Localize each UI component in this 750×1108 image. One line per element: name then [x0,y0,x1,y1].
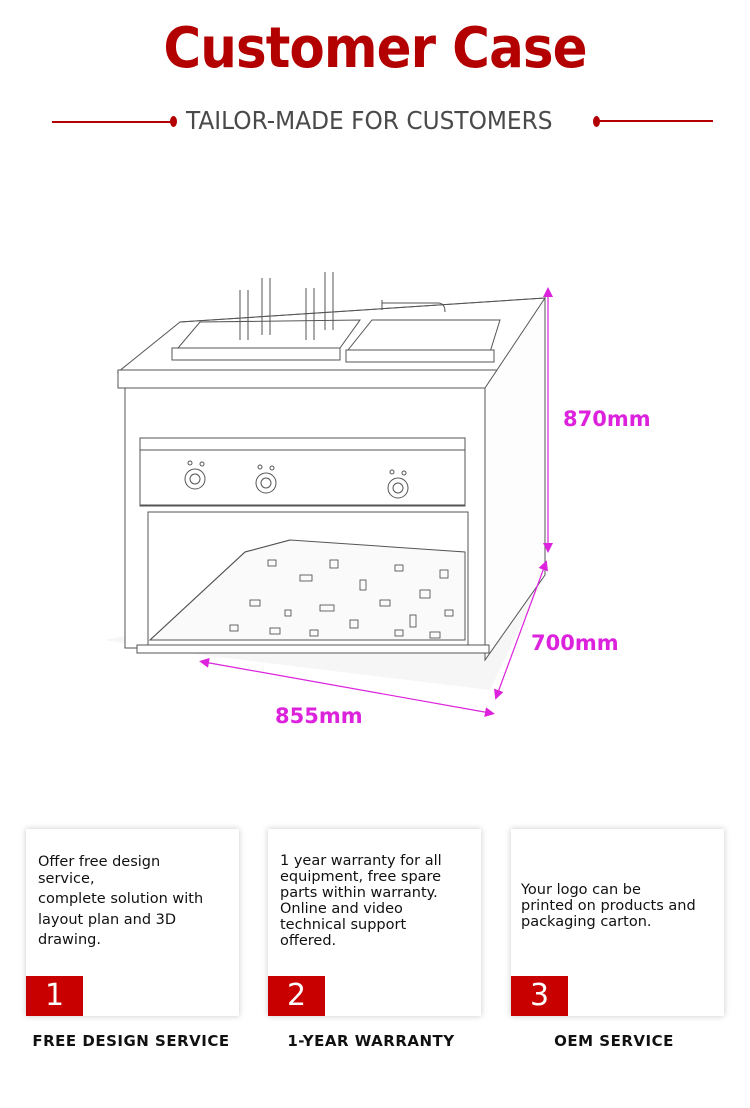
service-card-free-design: Offer free design service, complete solu… [26,829,239,1016]
dimension-height-label: 870mm [563,407,651,431]
service-number-badge: 2 [268,976,325,1016]
description-line: complete solution with [38,891,204,907]
service-description: 1 year warranty for all equipment, free … [280,853,442,949]
divider-dot-right [593,116,600,127]
description-line: printed on products and [521,898,696,914]
description-line: layout plan and 3D [38,911,177,928]
service-description: Your logo can be printed on products and… [521,882,696,930]
service-card-warranty: 1 year warranty for all equipment, free … [268,829,481,1016]
divider-dot-left [170,116,177,127]
service-label-free-design: FREE DESIGN SERVICE [32,1032,230,1050]
service-label-warranty: 1-YEAR WARRANTY [287,1032,455,1050]
description-line: Online and video [280,901,403,917]
service-number-badge: 1 [26,976,83,1016]
description-line: Offer free design [38,854,161,870]
service-description: Offer free design service, complete solu… [38,854,203,949]
dimension-depth-label: 700mm [531,631,619,655]
subtitle-divider: TAILOR-MADE FOR CUSTOMERS [0,104,750,140]
divider-line-right [598,120,713,122]
description-line: offered. [280,933,337,949]
description-line: service, [38,870,95,887]
description-line: Your logo can be [521,882,641,898]
description-line: drawing. [38,932,101,948]
service-card-oem: Your logo can be printed on products and… [511,829,724,1016]
description-line: packaging carton. [521,914,652,930]
page-title: Customer Case [163,16,587,81]
divider-line-left [52,121,172,123]
description-line: equipment, free spare [280,869,442,885]
description-line: technical support [280,917,407,933]
product-drawing [105,272,553,718]
service-number-badge: 3 [511,976,568,1016]
dimension-width-label: 855mm [275,704,363,728]
description-line: 1 year warranty for all [280,853,442,869]
service-label-oem: OEM SERVICE [554,1032,674,1050]
description-line: parts within warranty. [280,885,438,901]
page-subtitle: TAILOR-MADE FOR CUSTOMERS [186,106,553,135]
